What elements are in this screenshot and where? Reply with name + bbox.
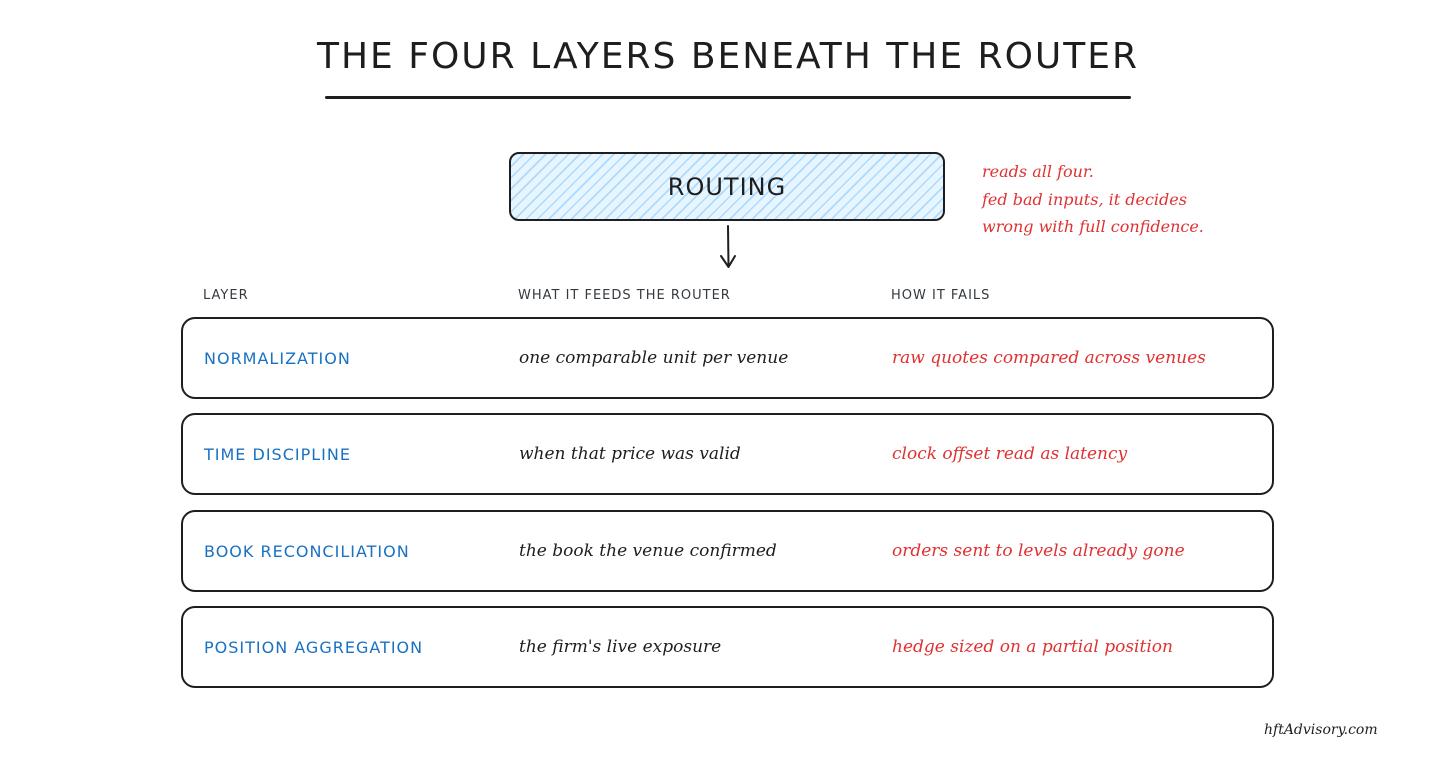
arrow-down-icon	[720, 225, 736, 268]
layer-feeds: when that price was valid	[519, 444, 741, 464]
routing-note-line: fed bad inputs, it decides	[982, 189, 1187, 209]
layer-row-position-aggregation: POSITION AGGREGATION the firm's live exp…	[181, 606, 1274, 688]
layer-row-time-discipline: TIME DISCIPLINE when that price was vali…	[181, 413, 1274, 495]
column-header-feeds: WHAT IT FEEDS THE ROUTER	[518, 288, 731, 303]
layer-failure: raw quotes compared across venues	[892, 348, 1206, 368]
layer-failure: orders sent to levels already gone	[892, 541, 1185, 561]
site-watermark: hftAdvisory.com	[1264, 722, 1378, 738]
layer-failure: clock offset read as latency	[892, 444, 1128, 464]
diagram-title: THE FOUR LAYERS BENEATH THE ROUTER	[316, 36, 1139, 77]
layer-name: POSITION AGGREGATION	[204, 637, 424, 657]
layer-row-normalization: NORMALIZATION one comparable unit per ve…	[181, 317, 1274, 399]
routing-note-line: reads all four.	[982, 162, 1094, 181]
layer-name: NORMALIZATION	[204, 348, 351, 368]
routing-box: ROUTING	[509, 152, 945, 221]
layer-feeds: the firm's live exposure	[519, 637, 722, 657]
column-header-fails: HOW IT FAILS	[891, 288, 991, 303]
routing-note-line: wrong with full confidence.	[982, 217, 1204, 236]
layer-failure: hedge sized on a partial position	[892, 637, 1173, 657]
layer-row-book-reconciliation: BOOK RECONCILIATION the book the venue c…	[181, 510, 1274, 592]
title-underline	[325, 96, 1131, 99]
column-header-layer: LAYER	[203, 288, 249, 303]
layer-name: TIME DISCIPLINE	[204, 444, 351, 464]
routing-note: reads all four. fed bad inputs, it decid…	[982, 158, 1204, 241]
layer-feeds: one comparable unit per venue	[519, 348, 789, 368]
routing-label: ROUTING	[667, 172, 787, 201]
layer-name: BOOK RECONCILIATION	[204, 541, 410, 561]
layer-feeds: the book the venue confirmed	[519, 541, 777, 561]
